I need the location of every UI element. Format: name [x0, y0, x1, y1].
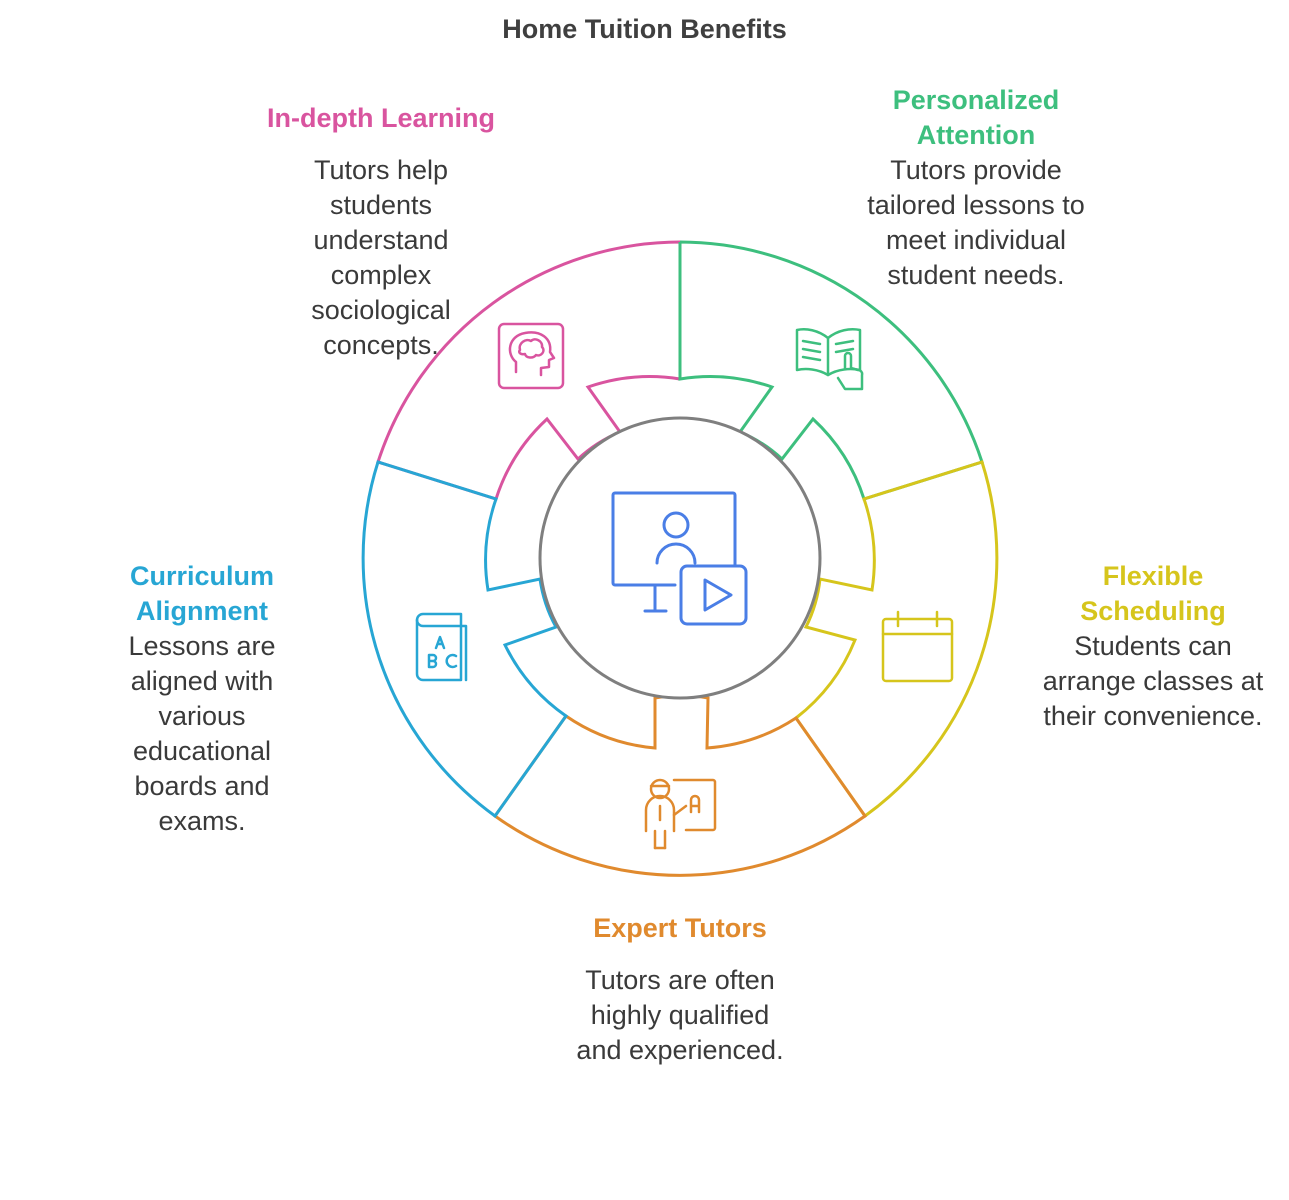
heading-personalized: Personalized Attention [892, 85, 1060, 150]
desc-flexible: Students can arrange classes at their co… [1042, 631, 1264, 731]
block-personalized: Personalized Attention Tutors provide ta… [845, 83, 1107, 293]
desc-expert: Tutors are often highly qualified and ex… [576, 965, 784, 1065]
heading-curriculum: Curriculum Alignment [129, 561, 275, 626]
desc-personalized: Tutors provide tailored lessons to meet … [867, 155, 1085, 290]
block-flexible: Flexible Scheduling Students can arrange… [1026, 559, 1280, 734]
desc-in-depth: Tutors help students understand complex … [311, 155, 451, 360]
segment-flexible-outer [793, 460, 999, 819]
heading-expert: Expert Tutors [593, 913, 767, 943]
teacher-board-icon [644, 778, 717, 850]
heading-flexible: Flexible Scheduling [1080, 561, 1226, 626]
desc-curriculum: Lessons are aligned with various educati… [128, 631, 276, 836]
abc-book-icon [415, 612, 468, 682]
diagram-title: Home Tuition Benefits [502, 14, 787, 44]
segment-expert-outer [492, 693, 868, 877]
heading-in-depth: In-depth Learning [267, 103, 495, 133]
online-lesson-icon [611, 491, 748, 626]
center-ring [538, 416, 822, 700]
segment-personalized-outer [678, 240, 984, 501]
brain-head-icon [497, 322, 565, 390]
block-in-depth: In-depth Learning Tutors help students u… [245, 101, 517, 363]
open-book-hand-icon [795, 328, 864, 391]
segment-curriculum-outer [361, 460, 569, 819]
calendar-icon [881, 610, 954, 683]
block-curriculum: Curriculum Alignment Lessons are aligned… [100, 559, 304, 839]
block-expert: Expert Tutors Tutors are often highly qu… [545, 911, 815, 1068]
